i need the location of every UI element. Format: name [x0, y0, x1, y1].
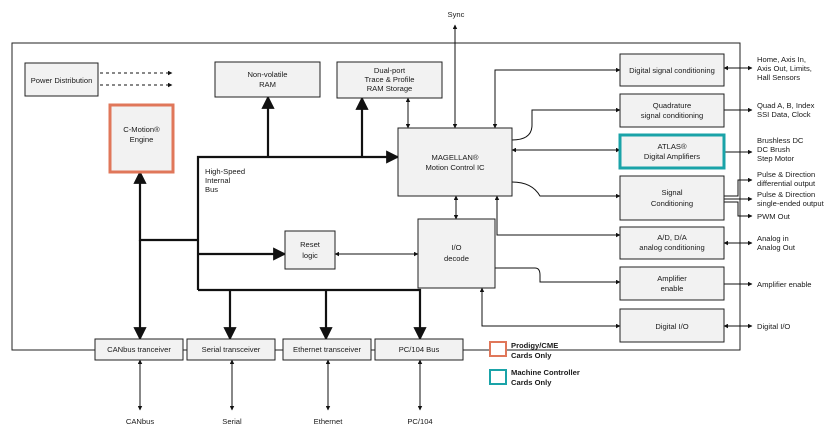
legend-prodigy-swatch [489, 341, 507, 357]
digital-io-label: Digital I/O [757, 322, 790, 331]
atlas-block: ATLAS® Digital Amplifiers [618, 133, 726, 170]
pulse-single-label-2: single-ended output [757, 199, 825, 208]
internal-bus-label: High-Speed Internal Bus [205, 167, 245, 194]
canbus-label: CANbus [126, 417, 154, 426]
io-dio-line [479, 287, 621, 329]
motor-label-3: Step Motor [757, 154, 795, 163]
ethernet-label: Ethernet [314, 417, 344, 426]
reset-label-2: logic [302, 251, 318, 260]
ethernet-t-label: Ethernet transceiver [293, 345, 361, 354]
nvram-label-1: Non-volatile [247, 70, 287, 79]
magellan-adda-line [494, 195, 621, 238]
magellan-dsc-line [492, 67, 621, 129]
power-distribution-block: Power Distribution [24, 62, 99, 97]
home-axis-label-3: Hall Sensors [757, 73, 800, 82]
dpram-label-1: Dual-port [374, 66, 406, 75]
bus-label-3: Bus [205, 185, 218, 194]
serial-t-label: Serial transceiver [202, 345, 261, 354]
canbus-transceiver-block: CANbus tranceiver [94, 338, 184, 361]
pulse-diff-label-1: Pulse & Direction [757, 170, 815, 179]
io-decode-label-2: decode [444, 254, 469, 263]
cmotion-label-1: C-Motion® [123, 125, 160, 134]
bus-to-pc104 [198, 288, 427, 341]
reset-label-1: Reset [300, 240, 321, 249]
pc104-bus-label: PC/104 Bus [399, 345, 440, 354]
io-decode-block: I/O decode [417, 218, 496, 289]
dio-label: Digital I/O [655, 322, 688, 331]
home-axis-label-2: Axis Out, Limits, [757, 64, 812, 73]
sync-label: Sync [448, 10, 465, 19]
pulse-single-label-1: Pulse & Direction [757, 190, 815, 199]
atlas-label-1: ATLAS® [657, 142, 686, 151]
ethernet-transceiver-block: Ethernet transceiver [282, 338, 372, 361]
io-ampen-line [495, 267, 621, 285]
digital-io-block: Digital I/O [619, 308, 725, 343]
analog-label-1: Analog in [757, 234, 789, 243]
legend-machine-swatch [489, 369, 507, 385]
bus-label-1: High-Speed [205, 167, 245, 176]
reset-logic-block: Reset logic [284, 230, 336, 270]
signal-conditioning-block: Signal Conditioning [619, 175, 725, 221]
atlas-label-2: Digital Amplifiers [644, 152, 700, 161]
quad-label-2: signal conditioning [641, 111, 703, 120]
magellan-block: MAGELLAN® Motion Control IC [397, 127, 513, 197]
pulse-diff-label-2: differential output [757, 179, 816, 188]
motor-label-1: Brushless DC [757, 136, 804, 145]
home-axis-label-1: Home, Axis In, [757, 55, 806, 64]
analog-label-2: Analog Out [757, 243, 796, 252]
power-distribution-label: Power Distribution [31, 76, 93, 85]
cmotion-label-2: Engine [130, 135, 154, 144]
adda-label-2: analog conditioning [639, 243, 704, 252]
dpram-label-2: Trace & Profile [365, 75, 415, 84]
legend-prodigy: Prodigy/CME Cards Only [489, 341, 558, 360]
quad-ext-label-1: Quad A, B, Index [757, 101, 815, 110]
dsc-label: Digital signal conditioning [629, 66, 715, 75]
quadrature-block: Quadrature signal conditioning [619, 93, 725, 128]
ampen-label-2: enable [661, 284, 684, 293]
pwm-label: PWM Out [757, 212, 791, 221]
serial-label: Serial [222, 417, 242, 426]
cmotion-engine-block: C-Motion® Engine [108, 103, 175, 174]
dpram-label-3: RAM Storage [367, 84, 413, 93]
legend-machine-label-2: Cards Only [511, 378, 552, 387]
adda-label-1: A/D, D/A [657, 233, 687, 242]
io-decode-label-1: I/O [451, 243, 461, 252]
quad-to-magellan-line [511, 107, 621, 141]
legend-prodigy-label-1: Prodigy/CME [511, 341, 558, 350]
nvram-label-2: RAM [259, 80, 276, 89]
pulse-diff-line [724, 177, 753, 197]
ampen-label-1: Amplifier [657, 274, 687, 283]
legend-machine: Machine Controller Cards Only [489, 368, 580, 387]
amplifier-enable-block: Amplifier enable [619, 266, 725, 301]
bus-to-cmotion [133, 170, 198, 242]
legend-machine-label-1: Machine Controller [511, 368, 580, 377]
bus-to-magellan [196, 150, 400, 290]
serial-transceiver-block: Serial transceiver [186, 338, 276, 361]
pc104-bus-block: PC/104 Bus [374, 338, 464, 361]
quad-ext-label-2: SSI Data, Clock [757, 110, 811, 119]
adda-block: A/D, D/A analog conditioning [619, 226, 725, 260]
bus-label-2: Internal [205, 176, 231, 185]
canbus-t-label: CANbus tranceiver [107, 345, 171, 354]
digital-signal-conditioning-block: Digital signal conditioning [619, 53, 725, 87]
magellan-label-2: Motion Control IC [425, 163, 485, 172]
quad-label-1: Quadrature [653, 101, 691, 110]
dpram-block: Dual-port Trace & Profile RAM Storage [336, 61, 443, 99]
motor-label-2: DC Brush [757, 145, 790, 154]
nvram-block: Non-volatile RAM [214, 61, 321, 98]
magellan-sigcond-line [511, 181, 621, 199]
pwm-line [724, 201, 753, 219]
sigcond-label-1: Signal [661, 188, 682, 197]
pc104-label: PC/104 [407, 417, 432, 426]
sigcond-label-2: Conditioning [651, 199, 693, 208]
legend-prodigy-label-2: Cards Only [511, 351, 552, 360]
magellan-label-1: MAGELLAN® [432, 153, 479, 162]
amp-enable-label: Amplifier enable [757, 280, 811, 289]
